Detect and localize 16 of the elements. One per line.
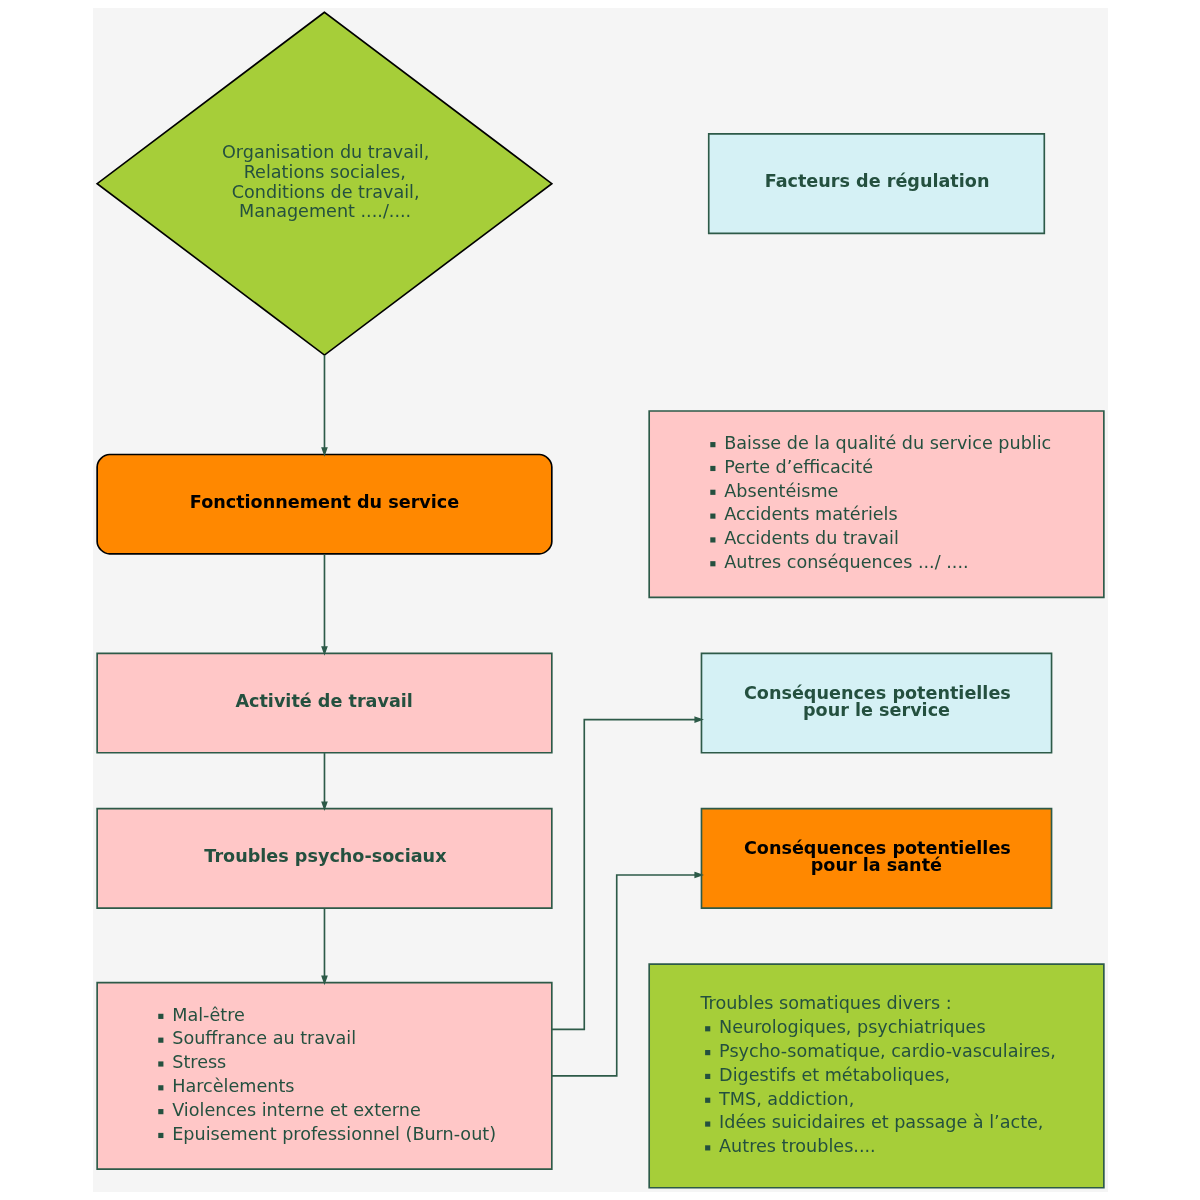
arrow xyxy=(320,752,328,811)
node-box: Baisse de la qualité du service public Perte d’efficacité Absentéisme Accidents matériels Accidents du travail Autres conséquences .../ .... xyxy=(647,410,1105,599)
arrow xyxy=(320,907,328,986)
arrow xyxy=(320,354,328,457)
node-box: Activité de travail xyxy=(95,652,553,754)
node-box: Troubles psycho-sociaux xyxy=(95,807,553,909)
arrow xyxy=(550,716,704,1031)
node-box: Conséquences potentielles pour le service xyxy=(700,652,1052,754)
node-box: Mal-être Souffrance au travail Stress Harcèlements Violences interne et externe Epuisement professionnel (Burn-out) xyxy=(95,981,553,1170)
node-diamond: Organisation du travail, Relations sociales, Conditions de travail, Management ..../.... xyxy=(95,11,553,357)
node-box: Troubles somatiques divers : Neurologiques, psychiatriques Psycho-somatique, cardio-vasculaires, Digestifs et métaboliques, TMS, addiction, Idées suicidaires et passage à l’acte, Autres troubles.... xyxy=(647,963,1105,1189)
node-box: Facteurs de régulation xyxy=(707,133,1045,235)
node-box: Fonctionnement du service xyxy=(95,453,553,555)
node-box: Conséquences potentielles pour la santé xyxy=(700,807,1052,909)
arrow xyxy=(320,553,328,656)
arrow xyxy=(550,871,704,1077)
